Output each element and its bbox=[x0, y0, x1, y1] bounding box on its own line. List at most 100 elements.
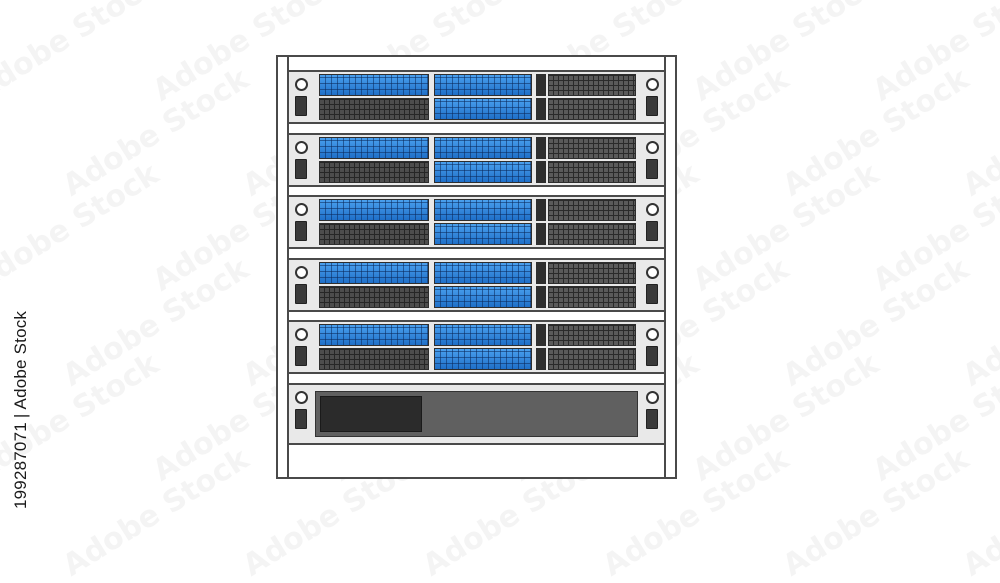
rack-ear bbox=[644, 326, 660, 368]
drive-bay bbox=[319, 74, 429, 96]
drive-bay bbox=[434, 136, 532, 159]
watermark-tile: Adobe Stock bbox=[56, 61, 256, 204]
screw-hole bbox=[294, 328, 308, 341]
drive-bay bbox=[434, 98, 532, 120]
watermark-tile: Adobe Stock bbox=[776, 251, 976, 394]
watermark-tile: Adobe Stock bbox=[56, 251, 256, 394]
watermark-tile: Adobe Stock bbox=[776, 441, 976, 583]
server-unit bbox=[287, 195, 666, 249]
psu-faceplate bbox=[315, 390, 638, 437]
release-latch bbox=[295, 408, 307, 429]
rack-ear bbox=[293, 264, 309, 306]
vent-grille bbox=[548, 348, 636, 370]
screw-hole bbox=[645, 203, 659, 216]
drive-bay bbox=[434, 223, 532, 245]
power-supply-unit bbox=[287, 382, 666, 445]
rack-ear bbox=[644, 264, 660, 306]
watermark-tile: Adobe Stock bbox=[56, 441, 256, 583]
rack-ear bbox=[293, 389, 309, 439]
release-latch bbox=[295, 96, 307, 116]
release-latch bbox=[295, 346, 307, 366]
release-latch bbox=[646, 221, 658, 241]
vent-grille bbox=[548, 285, 636, 308]
watermark-tile: Adobe Stock bbox=[866, 346, 1000, 489]
vent-grille bbox=[548, 199, 636, 221]
vent-grille bbox=[319, 223, 429, 245]
vent-grille bbox=[548, 261, 636, 284]
release-latch bbox=[295, 221, 307, 241]
release-latch bbox=[646, 283, 658, 304]
screw-hole bbox=[645, 78, 659, 91]
vent-grille bbox=[319, 160, 429, 183]
server-unit bbox=[287, 70, 666, 124]
rack-ear bbox=[644, 389, 660, 439]
bay-divider bbox=[536, 136, 546, 159]
vent-grille bbox=[548, 160, 636, 183]
screw-hole bbox=[294, 265, 308, 279]
drive-bay bbox=[319, 136, 429, 159]
rack-ear bbox=[644, 201, 660, 243]
drive-bay bbox=[434, 261, 532, 284]
release-latch bbox=[295, 158, 307, 179]
drive-bay bbox=[319, 324, 429, 346]
watermark-brand: Adobe Stock bbox=[11, 310, 30, 410]
screw-hole bbox=[294, 140, 308, 154]
screw-hole bbox=[645, 328, 659, 341]
bay-divider bbox=[536, 74, 546, 96]
server-rack bbox=[276, 55, 677, 479]
screw-hole bbox=[645, 390, 659, 404]
rack-ear bbox=[644, 76, 660, 118]
watermark-tile: Adobe Stock bbox=[686, 156, 886, 299]
watermark-tile: Adobe Stock bbox=[956, 252, 1000, 394]
drive-bay bbox=[319, 261, 429, 284]
drive-bay bbox=[434, 324, 532, 346]
watermark-id: 199287071 bbox=[11, 422, 30, 509]
server-unit bbox=[287, 132, 666, 187]
release-latch bbox=[646, 408, 658, 429]
watermark-tile: Adobe Stock bbox=[686, 0, 886, 109]
watermark-tile: Adobe Stock bbox=[0, 0, 166, 109]
rack-ear bbox=[644, 139, 660, 181]
watermark-tile: Adobe Stock bbox=[0, 156, 166, 299]
vent-grille bbox=[548, 136, 636, 159]
vent-grille bbox=[548, 223, 636, 245]
bay-divider bbox=[536, 261, 546, 284]
drive-bay bbox=[434, 285, 532, 308]
vent-grille bbox=[319, 98, 429, 120]
watermark-tile: Adobe Stock bbox=[866, 0, 1000, 109]
server-unit bbox=[287, 257, 666, 312]
release-latch bbox=[646, 96, 658, 116]
vent-grille bbox=[319, 285, 429, 308]
release-latch bbox=[295, 283, 307, 304]
drive-bay bbox=[319, 199, 429, 221]
watermark-separator: | bbox=[11, 413, 30, 419]
rack-ear bbox=[293, 326, 309, 368]
vent-grille bbox=[548, 324, 636, 346]
screw-hole bbox=[294, 203, 308, 216]
side-watermark: 199287071 | Adobe Stock bbox=[9, 311, 33, 509]
vent-grille bbox=[548, 74, 636, 96]
vent-grille bbox=[548, 98, 636, 120]
bay-divider bbox=[536, 223, 546, 245]
screw-hole bbox=[294, 78, 308, 91]
screw-hole bbox=[645, 265, 659, 279]
drive-bay bbox=[434, 160, 532, 183]
watermark-tile: Adobe Stock bbox=[686, 346, 886, 489]
bay-divider bbox=[536, 199, 546, 221]
rack-ear bbox=[293, 201, 309, 243]
vent-grille bbox=[319, 348, 429, 370]
drive-bay bbox=[434, 74, 532, 96]
screw-hole bbox=[645, 140, 659, 154]
watermark-tile: Adobe Stock bbox=[776, 61, 976, 204]
watermark-tile: Adobe Stock bbox=[956, 442, 1000, 583]
rack-ear bbox=[293, 139, 309, 181]
bay-divider bbox=[536, 285, 546, 308]
bay-divider bbox=[536, 160, 546, 183]
watermark-tile: Adobe Stock bbox=[956, 62, 1000, 204]
drive-bay bbox=[434, 348, 532, 370]
watermark-tile: Adobe Stock bbox=[866, 156, 1000, 299]
drive-bay bbox=[434, 199, 532, 221]
psu-display-panel bbox=[320, 395, 422, 432]
release-latch bbox=[646, 158, 658, 179]
bay-divider bbox=[536, 98, 546, 120]
